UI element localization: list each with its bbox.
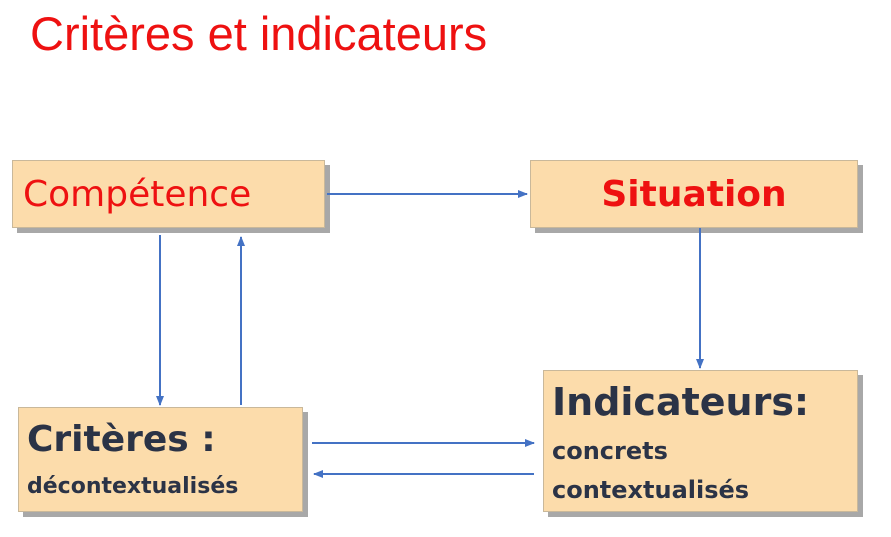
page-title: Critères et indicateurs: [30, 7, 488, 60]
criteres-subtitle: décontextualisés: [27, 474, 239, 499]
criteres-title: Critères :: [27, 419, 216, 460]
situation-box: Situation: [530, 160, 858, 228]
indicateurs-line-concrets: concrets: [552, 437, 668, 465]
criteres-box: Critères : décontextualisés: [18, 407, 303, 512]
situation-label: Situation: [601, 174, 787, 215]
competence-label: Compétence: [23, 174, 252, 215]
indicateurs-line-contextualises: contextualisés: [552, 476, 750, 504]
indicateurs-box: Indicateurs: concrets contextualisés: [543, 370, 858, 512]
indicateurs-title: Indicateurs:: [552, 380, 810, 424]
competence-box: Compétence: [12, 160, 325, 228]
